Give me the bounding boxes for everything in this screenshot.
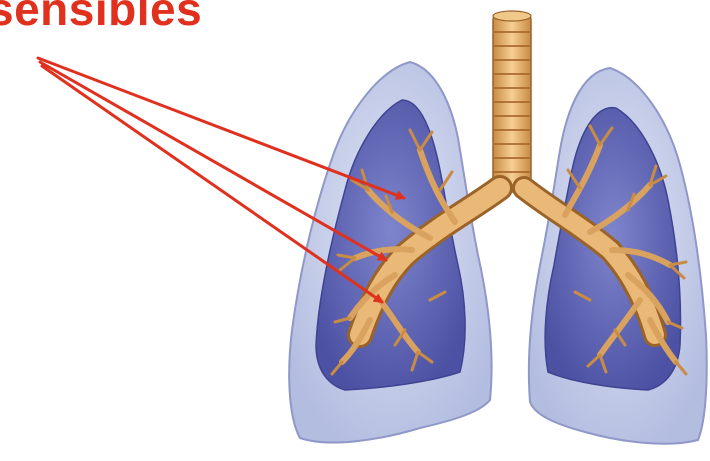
trachea [493, 11, 531, 192]
